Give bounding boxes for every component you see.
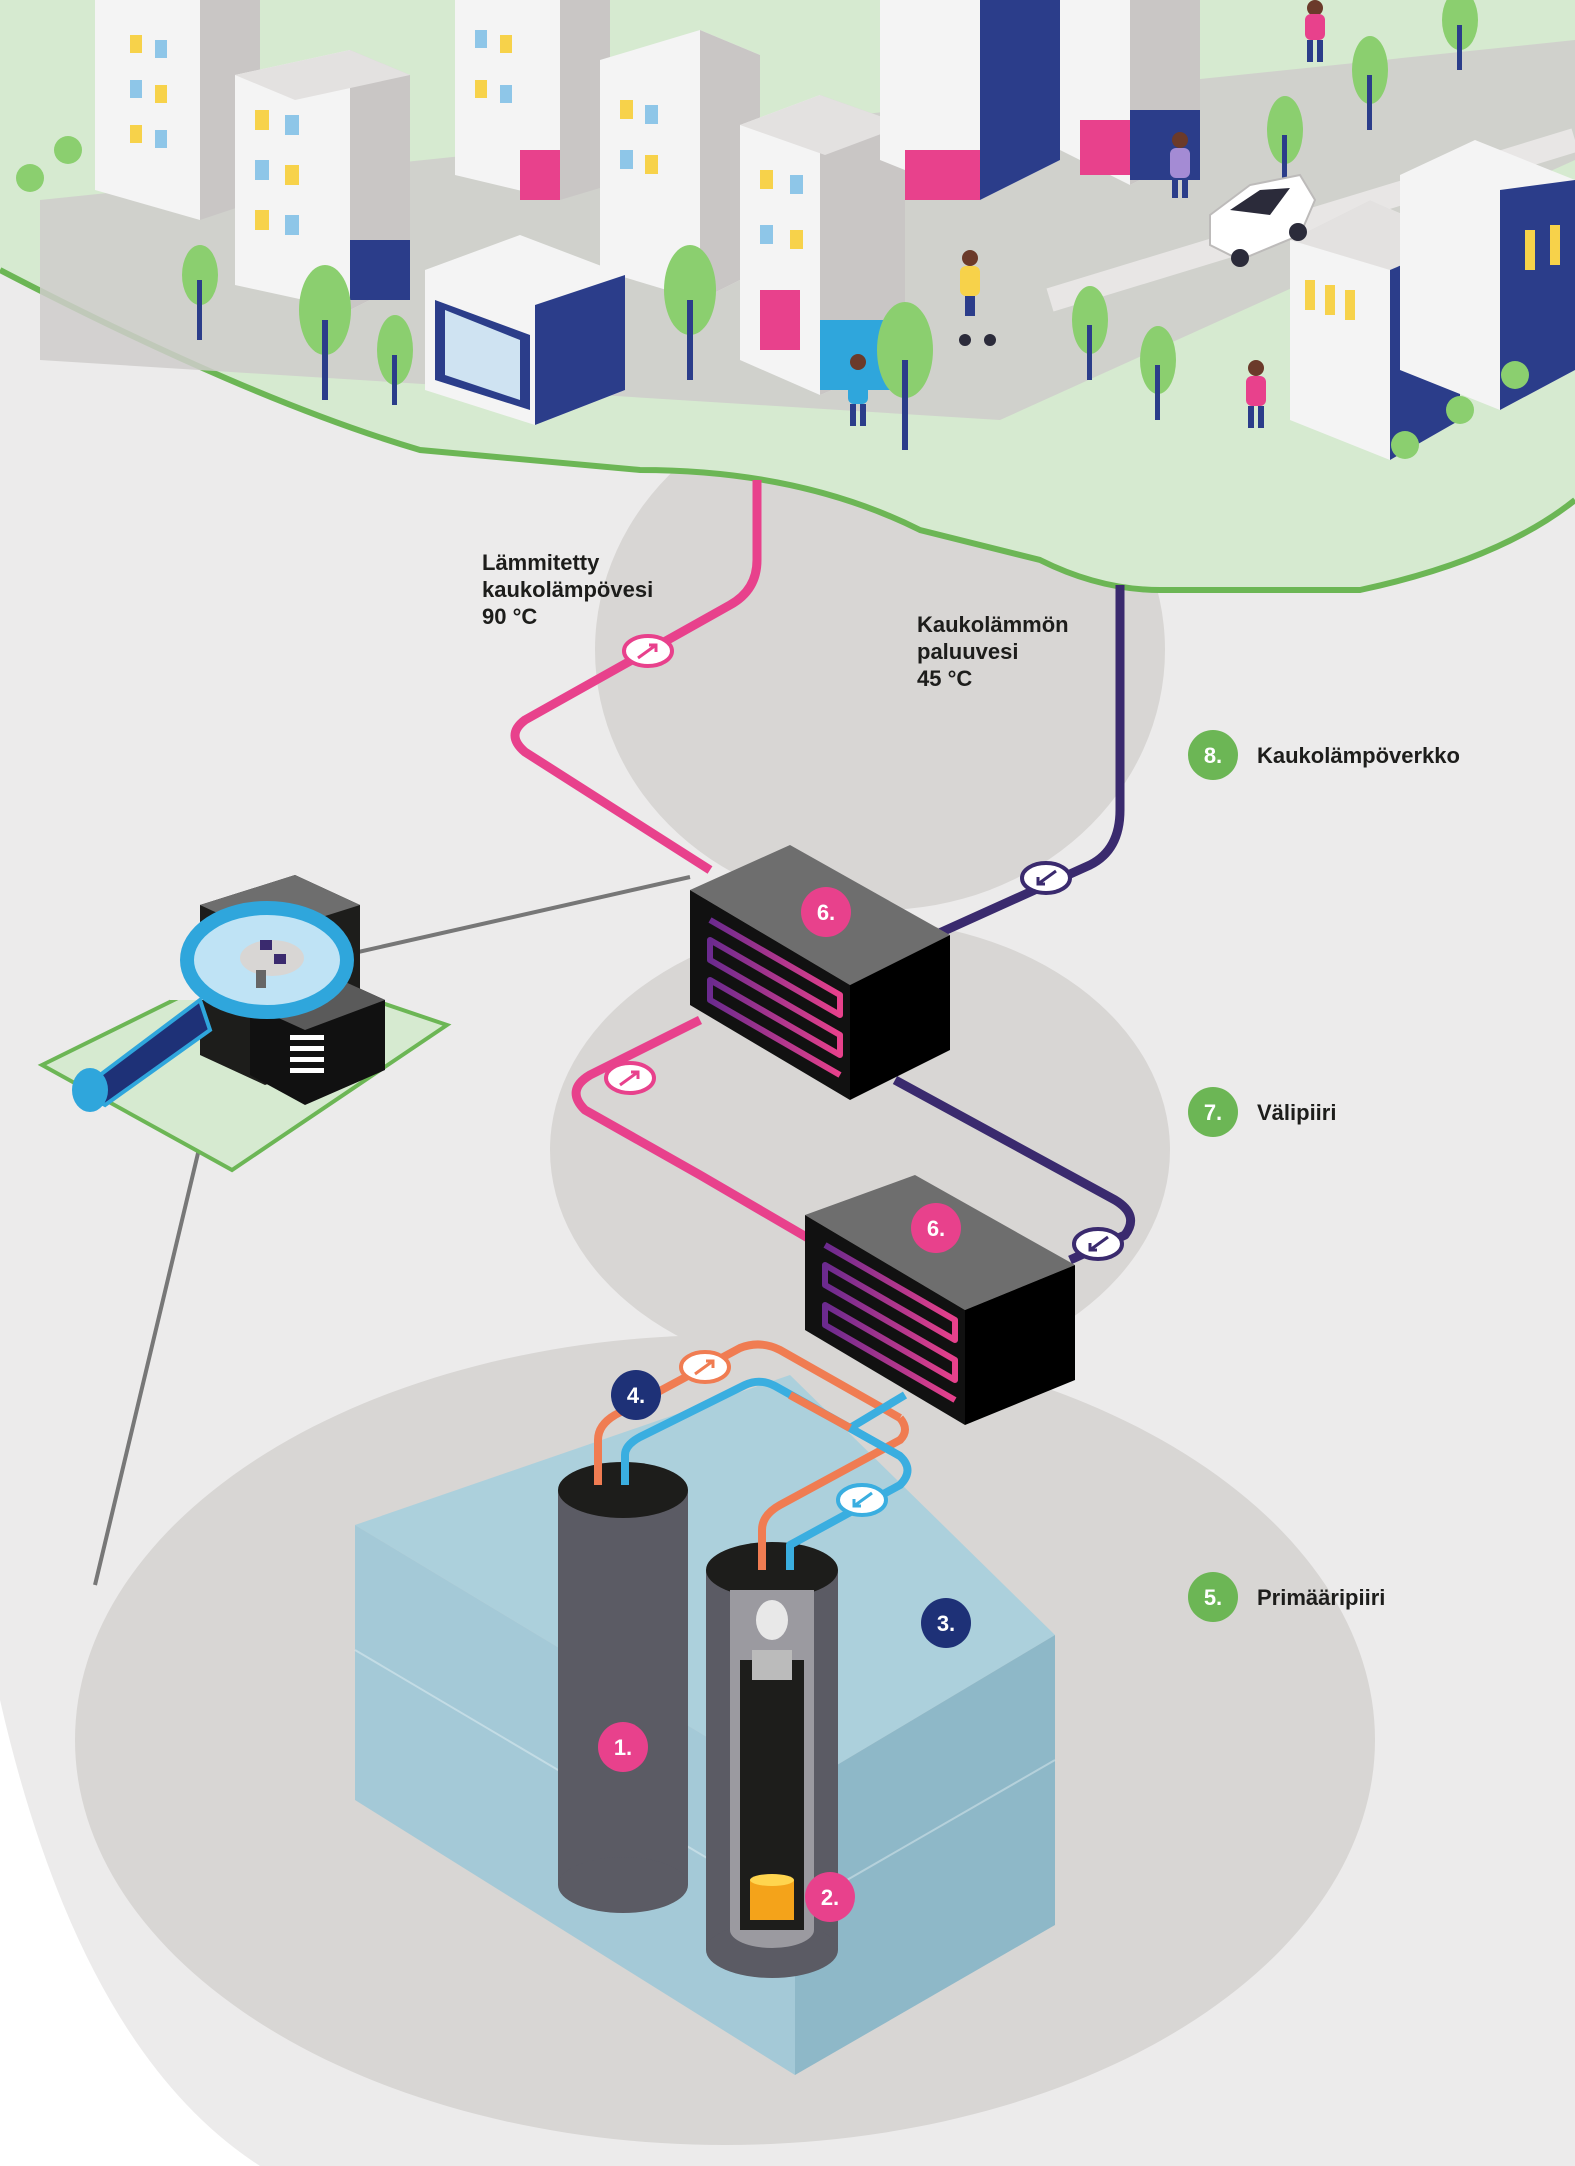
flow-arrow-icon [1072,1227,1124,1261]
hot-water-temp: 90 °C [482,604,537,629]
flow-arrow-icon [622,634,674,668]
legend-number: 7. [1204,1100,1222,1125]
legend-badge [1188,1572,1238,1622]
svg-text:1.: 1. [614,1735,632,1760]
tree-icon [1352,36,1388,130]
building [880,0,1060,200]
primary-hot-pipe [594,1340,902,1485]
badge-primary-pipes: 4. [611,1370,661,1420]
svg-text:6.: 6. [927,1216,945,1241]
badge-exchanger-lower: 6. [911,1203,961,1253]
badge-reactor-vessel: 1. [598,1722,648,1772]
hot-water-pipe [510,480,762,874]
tree-icon [1391,431,1419,459]
return-water-pipe [933,585,1125,940]
svg-text:2.: 2. [821,1885,839,1910]
tree-icon [182,245,218,340]
legend-primary-circuit: 5. Primääripiiri [1188,1572,1385,1622]
magnifier-icon [72,901,354,1112]
badge-exchanger-upper: 6. [801,887,851,937]
tree-icon [1267,96,1303,190]
tree-icon [664,245,716,380]
return-water-label: Kaukolämmön paluuvesi 45 °C [917,612,1069,691]
person-icon [848,354,868,426]
legend-label: Primääripiiri [1257,1585,1385,1610]
primary-hot-pipe [788,1391,852,1432]
city-area [0,0,1575,593]
person-icon [1246,360,1266,428]
hot-water-label-line1: Lämmitetty [482,550,600,575]
building [455,0,610,200]
legend-badge [1188,730,1238,780]
building [1060,0,1200,185]
tree-icon [1501,361,1529,389]
svg-text:4.: 4. [627,1383,645,1408]
tree-icon [54,136,82,164]
tree-icon [1442,0,1478,70]
hot-water-label: Lämmitetty kaukolämpövesi 90 °C [482,550,653,629]
return-water-label-line2: paluuvesi [917,639,1018,664]
car-icon [1209,173,1317,267]
intermediate-return-pipe [892,1076,1136,1265]
svg-text:6.: 6. [817,900,835,925]
coil [822,1242,958,1403]
tree-icon [1446,396,1474,424]
flow-arrow-icon [679,1350,731,1384]
city-edge [0,267,1575,593]
return-water-label-line1: Kaukolämmön [917,612,1069,637]
flow-arrow-icon [1020,861,1072,895]
building [235,50,410,310]
person-icon [1170,132,1190,198]
building [1400,140,1575,410]
building [425,235,625,425]
return-water-temp: 45 °C [917,666,972,691]
intermediate-hot-pipe [571,1015,823,1249]
person-icon [1305,0,1325,62]
flow-arrow-icon [836,1483,888,1517]
tree-icon [1072,286,1108,380]
tree-icon [16,164,44,192]
tree-icon [877,302,933,450]
hot-water-label-line2: kaukolämpövesi [482,577,653,602]
reactor-vessel [558,1462,688,1913]
flow-arrow-icon [604,1061,656,1095]
tree-icon [377,315,413,405]
svg-text:3.: 3. [937,1611,955,1636]
ground-edge [0,1700,260,2166]
heat-exchanger-upper [690,845,950,1100]
legend-badge [1188,1087,1238,1137]
primary-hot-pipe [758,1415,909,1570]
primary-cold-pipe [786,1391,912,1570]
reactor-core-vessel [706,1542,838,1978]
legend-label: Kaukolämpöverkko [1257,743,1460,768]
legend-intermediate-circuit: 7. Välipiiri [1188,1087,1336,1137]
legend-district-network: 8. Kaukolämpöverkko [1188,730,1460,780]
person-icon [959,250,996,346]
badge-core: 2. [805,1872,855,1922]
legend-label: Välipiiri [1257,1100,1336,1125]
legend-number: 5. [1204,1585,1222,1610]
coil [707,917,843,1078]
zoom-line [344,875,691,957]
badge-pool: 3. [921,1598,971,1648]
primary-cold-pipe [621,1377,902,1485]
tree-icon [299,265,351,400]
legend-number: 8. [1204,743,1222,768]
tree-icon [1140,326,1176,420]
